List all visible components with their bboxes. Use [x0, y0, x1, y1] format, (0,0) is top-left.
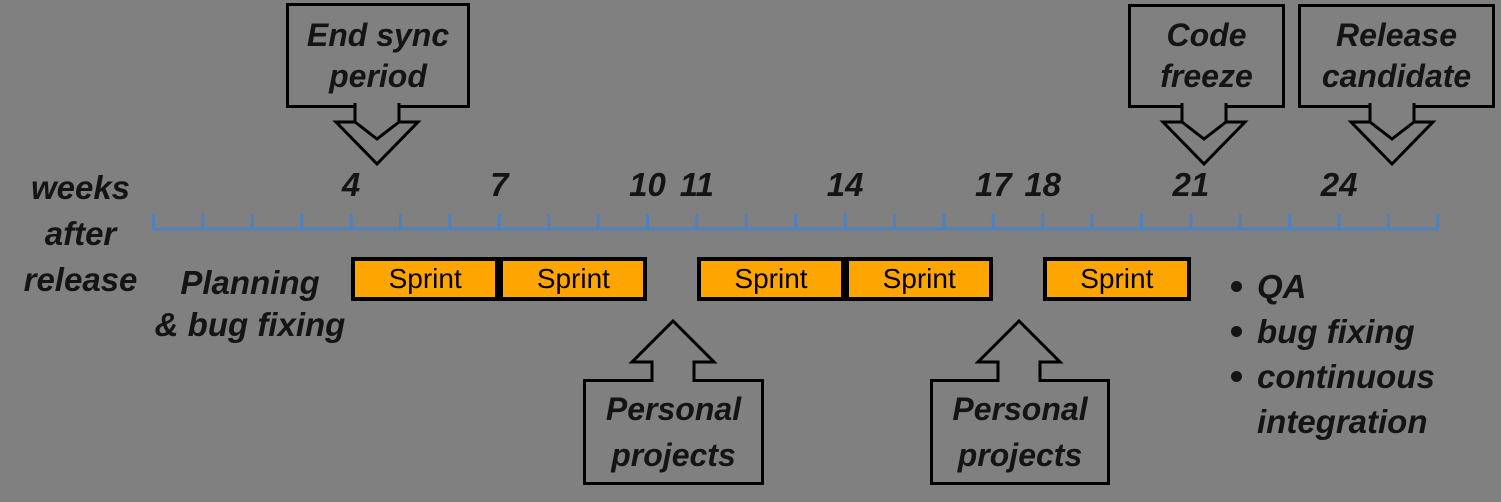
note-text: continuous integration — [1257, 358, 1435, 440]
week-label-10: 10 — [629, 166, 666, 203]
milestone-text: period — [329, 57, 427, 94]
week-label-14: 14 — [826, 166, 864, 203]
note-item: QA — [1231, 264, 1441, 309]
week-label-18: 18 — [1024, 166, 1062, 203]
bullet-icon — [1231, 281, 1242, 292]
axis-label-line: release — [23, 261, 138, 298]
planning-line: & bug fixing — [154, 306, 346, 343]
week-label-24: 24 — [1320, 166, 1358, 203]
note-text: bug fixing — [1257, 313, 1415, 350]
milestone-text: End sync — [306, 16, 450, 53]
sprint-box-5: Sprint — [1042, 257, 1191, 301]
up-arrow-personal-projects-1 — [628, 318, 718, 382]
sprint-box-4: Sprint — [845, 257, 994, 301]
down-arrow-end-sync — [332, 103, 422, 167]
down-arrow-code-freeze — [1159, 103, 1249, 167]
week-label-17: 17 — [974, 166, 1012, 203]
personal-projects-box-2: Personal projects — [930, 379, 1110, 485]
up-arrow-personal-projects-2 — [974, 318, 1064, 382]
week-label-7: 7 — [490, 166, 509, 203]
milestone-text: freeze — [1160, 58, 1253, 94]
planning-phase-label: Planning & bug fixing — [150, 262, 350, 346]
axis-label-line: after — [44, 215, 117, 252]
milestone-text: Release — [1336, 17, 1457, 53]
milestone-box-end-sync: End sync period — [286, 3, 470, 108]
note-item: continuous integration — [1231, 354, 1441, 444]
down-arrow-release-candidate — [1347, 103, 1437, 167]
personal-projects-text: Personal — [605, 391, 742, 427]
milestone-text: candidate — [1321, 58, 1472, 94]
planning-line: Planning — [180, 264, 320, 301]
down-arrow-end-sync-notch — [354, 120, 400, 141]
milestone-box-code-freeze: Code freeze — [1128, 4, 1285, 108]
end-phase-notes: QA bug fixing continuous integration — [1231, 264, 1441, 444]
sprint-label: Sprint — [734, 263, 808, 294]
sprint-label: Sprint — [536, 263, 610, 294]
sprint-box-3: Sprint — [696, 257, 846, 301]
axis-label-line: weeks — [30, 169, 131, 206]
week-label-11: 11 — [679, 166, 715, 203]
down-arrow-release-candidate-notch — [1369, 120, 1415, 141]
personal-projects-text: Personal — [952, 391, 1088, 427]
milestone-box-release-candidate: Release candidate — [1298, 4, 1495, 108]
personal-projects-text: projects — [957, 437, 1083, 473]
sprint-label: Sprint — [388, 263, 462, 294]
sprint-label: Sprint — [882, 263, 956, 294]
personal-projects-box-1: Personal projects — [583, 379, 764, 485]
week-label-21: 21 — [1172, 166, 1210, 203]
milestone-text: Code — [1166, 17, 1247, 53]
week-label-4: 4 — [341, 166, 361, 203]
sprint-label: Sprint — [1080, 263, 1154, 294]
bullet-icon — [1231, 371, 1242, 382]
axis-label: weeks after release — [8, 165, 153, 303]
note-text: QA — [1257, 268, 1307, 305]
down-arrow-code-freeze-notch — [1181, 120, 1227, 141]
note-item: bug fixing — [1231, 309, 1441, 354]
sprint-box-2: Sprint — [499, 257, 648, 301]
personal-projects-text: projects — [611, 437, 736, 473]
sprint-box-1: Sprint — [351, 257, 500, 301]
bullet-icon — [1231, 326, 1242, 337]
timeline-axis — [152, 214, 1440, 231]
